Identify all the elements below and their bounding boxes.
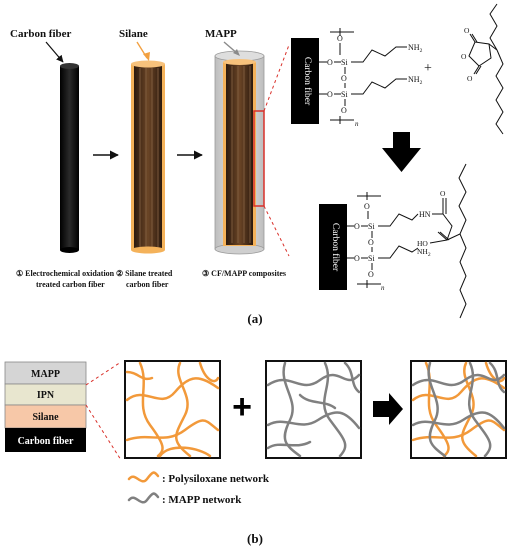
oxygen-atom: O [368, 238, 374, 247]
composite-fiber-rod [214, 50, 265, 255]
callout-silane: Silane [119, 28, 148, 40]
fiber-block-bottom-label: Carbon fiber [330, 223, 341, 272]
caption-step3: ③ CF/MAPP composites [202, 269, 286, 278]
oxygen-atom: O [327, 90, 333, 99]
connector-dashed-top [263, 44, 290, 112]
oxygen-atom: O [354, 222, 360, 231]
oxygen-atom: O [368, 270, 374, 279]
oxygen-atom: O [464, 26, 470, 35]
amide-nh: HN [419, 210, 431, 219]
carbon-fiber-rod [60, 63, 79, 253]
oxygen-atom: O [341, 106, 347, 115]
legend-swatch-mapp [127, 492, 160, 504]
layer-carbon-fiber-label: Carbon fiber [18, 436, 74, 447]
layer-silane-label: Silane [32, 412, 59, 423]
connector-dashed-bottom [263, 205, 290, 257]
layer-stack: MAPP IPN Silane Carbon fiber [4, 361, 87, 452]
panel-a: Carbon fiber Silane [10, 3, 504, 326]
oxygen-atom: O [364, 202, 370, 211]
panel-b-label: (b) [247, 531, 263, 546]
amine-group: NH2 [408, 75, 423, 86]
panel-a-label: (a) [247, 311, 262, 326]
product-structure: Carbon fiber O O O Si O Si O n HN [319, 163, 467, 319]
mapp-network-box [265, 360, 362, 459]
callout-arrowhead-mapp [233, 49, 240, 56]
amine-group: NH2 [417, 247, 431, 258]
oxygen-atom: O [341, 74, 347, 83]
repeat-unit-n: n [381, 284, 385, 292]
silicon-atom: Si [368, 222, 375, 231]
acid-group: HO [417, 239, 428, 248]
ipn-network-box [410, 360, 507, 459]
fiber-block-top [291, 38, 319, 124]
legend-label-mapp: : MAPP network [162, 494, 242, 506]
caption-step1-line1: ① Electrochemical oxidation [16, 269, 115, 278]
layer-mapp-label: MAPP [31, 369, 60, 380]
silane-treated-fiber-rod [131, 60, 165, 254]
callout-arrowhead-silane [143, 52, 150, 61]
caption-step2-line2: carbon fiber [126, 280, 169, 289]
caption-step2-line1: ② Silane treated [116, 269, 173, 278]
oxygen-atom: O [337, 34, 343, 43]
legend-label-polysiloxane: : Polysiloxane network [162, 473, 270, 485]
silicon-atom: Si [341, 58, 348, 67]
panel-b: MAPP IPN Silane Carbon fiber + [4, 360, 507, 546]
amine-group: NH2 [408, 43, 423, 54]
network-plus: + [232, 388, 252, 426]
connector-dashed-b-top [85, 361, 122, 386]
legend-swatch-polysiloxane [127, 471, 160, 483]
oxygen-atom: O [354, 254, 360, 263]
callout-carbon-fiber: Carbon fiber [10, 28, 72, 40]
legend: : Polysiloxane network : MAPP network [127, 471, 270, 506]
reaction-plus: + [424, 61, 432, 76]
silicon-atom: Si [341, 90, 348, 99]
combine-arrow [373, 393, 403, 425]
oxygen-atom: O [327, 58, 333, 67]
highlight-box [253, 110, 265, 207]
oxygen-atom: O [467, 74, 473, 83]
callout-arrow-carbon-fiber [45, 41, 64, 63]
reactant-silane-fiber: Carbon fiber O O O Si O Si O n [291, 28, 423, 128]
reactant-maleic-anhydride: O O O [461, 3, 504, 135]
caption-step1-line2: treated carbon fiber [36, 280, 105, 289]
fiber-block-bottom [319, 204, 347, 290]
silicon-atom: Si [368, 254, 375, 263]
layer-carbon-fiber [5, 428, 86, 452]
oxygen-atom: O [461, 52, 467, 61]
repeat-unit-n: n [355, 120, 359, 128]
polysiloxane-network-box [124, 360, 221, 459]
connector-dashed-b-bottom [85, 404, 122, 461]
layer-ipn-label: IPN [37, 390, 55, 401]
fiber-block-top-label: Carbon fiber [302, 57, 313, 106]
reaction-arrow-down [382, 132, 421, 172]
oxygen-atom: O [440, 189, 446, 198]
callout-mapp: MAPP [205, 28, 237, 40]
